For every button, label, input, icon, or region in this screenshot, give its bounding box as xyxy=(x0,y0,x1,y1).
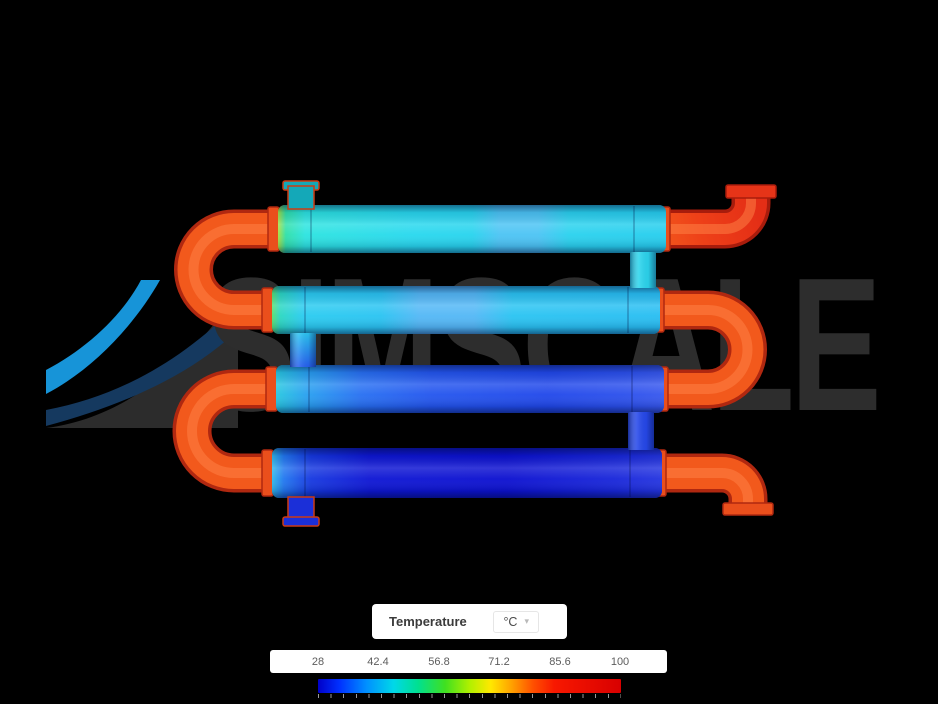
hot-inlet-flange xyxy=(725,184,777,199)
flange xyxy=(265,366,278,412)
tube-2-shading xyxy=(272,286,660,334)
pipe-highlight xyxy=(650,305,753,394)
colorbar-minor-ticks xyxy=(318,694,621,698)
tube-4-shading xyxy=(272,448,662,498)
tick-label: 100 xyxy=(610,655,630,668)
swoosh-navy-band xyxy=(46,306,236,426)
shell-outlet-nozzle xyxy=(287,496,315,520)
tick-label: 42.4 xyxy=(367,655,389,668)
shell-tube-2 xyxy=(272,286,660,334)
flange xyxy=(261,449,274,497)
unit-selector[interactable]: °C ▾ xyxy=(493,610,539,633)
tick-label: 56.8 xyxy=(428,655,450,668)
tube-seam xyxy=(304,287,306,333)
pipe-highlight xyxy=(188,224,294,315)
tube-seam xyxy=(310,206,312,252)
colorbar xyxy=(318,679,621,693)
tick-label: 28 xyxy=(311,655,325,668)
tube-seam xyxy=(627,287,629,333)
chevron-down-icon: ▾ xyxy=(524,616,529,626)
tube-seam xyxy=(629,449,631,497)
shell-tube-1 xyxy=(278,205,666,253)
tube-seam xyxy=(304,449,306,497)
shell-outlet-nozzle-flange xyxy=(282,516,320,527)
hot-pipe-circuit xyxy=(172,197,771,504)
shell-inlet-nozzle xyxy=(287,185,315,210)
tube-1-shading xyxy=(278,205,666,253)
legend-tick-labels: 28 42.4 56.8 71.2 85.6 100 xyxy=(270,650,667,673)
unit-label: °C xyxy=(503,614,518,629)
flange xyxy=(267,206,280,252)
tube-seam xyxy=(633,206,635,252)
hot-outlet-flange xyxy=(722,502,774,516)
pipe-highlight xyxy=(650,197,756,234)
stub-tube2-tube3-shading xyxy=(290,333,316,367)
tube-3-shading xyxy=(276,365,664,413)
stub-tube3-tube4-shading xyxy=(628,412,654,450)
tick-label: 71.2 xyxy=(488,655,510,668)
tick-label: 85.6 xyxy=(549,655,571,668)
legend-title-box[interactable]: Temperature °C ▾ xyxy=(372,604,567,639)
stub-tube1-tube2-shading xyxy=(630,252,656,288)
shell-stubs xyxy=(282,180,656,527)
legend-title: Temperature xyxy=(389,614,467,629)
tube-seam xyxy=(631,366,633,412)
swoosh-blue-band xyxy=(46,280,160,394)
flange xyxy=(261,287,274,333)
pipe-highlight xyxy=(187,384,294,478)
shell-tube-3 xyxy=(276,365,664,413)
tube-seam xyxy=(308,366,310,412)
viewport-3d[interactable] xyxy=(0,0,938,580)
pipe-highlight xyxy=(650,468,753,504)
shell-tube-4 xyxy=(272,448,662,498)
